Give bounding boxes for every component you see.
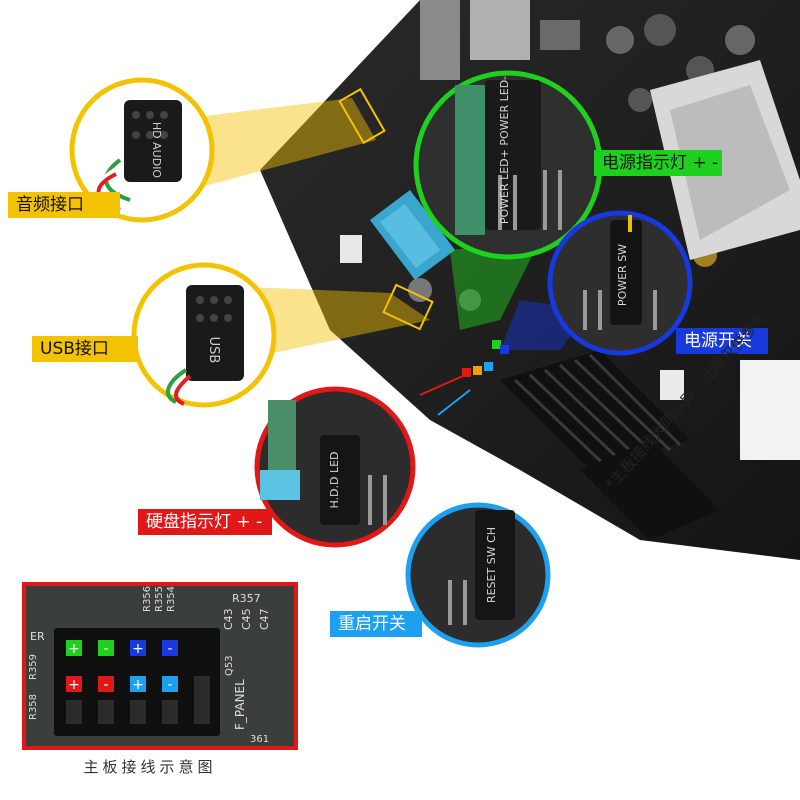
power-led-callout-beam [450, 240, 540, 330]
silk-r355: R355 [154, 586, 165, 612]
front-panel-header-pins [462, 340, 509, 377]
pin-top-1-green-plus [66, 640, 82, 656]
pin-top-3-blue-plus [130, 640, 146, 656]
silk-c45: C45 [240, 608, 253, 630]
usb-header-highlight [382, 283, 434, 331]
audio-connector-text: HD AUDIO [150, 122, 163, 179]
pin-bottom-1-label: + [68, 677, 80, 693]
pin-bottom-2-red-minus [98, 676, 114, 692]
silk-r357: R357 [232, 592, 261, 605]
silk-c43: C43 [222, 608, 235, 630]
power-led-label: 电源指示灯 + - [594, 150, 722, 176]
reset-leader-line [437, 389, 471, 416]
rear-io-ports [420, 0, 580, 80]
hdd-led-label: 硬盘指示灯 + - [138, 509, 272, 535]
reset-sw-zoom-circle: RESET SW CH [405, 502, 551, 648]
pin-top-3-label: + [132, 641, 144, 657]
pin-bottom-1-red-plus [66, 676, 82, 692]
silk-r356: R356 [142, 586, 153, 612]
silk-f-panel: F_PANEL [233, 679, 247, 730]
diagram-caption: 主板接线示意图 [83, 758, 217, 776]
hdd-led-zoom-circle: H.D.D LED [254, 386, 416, 548]
audio-port-label: 音频接口 [8, 192, 120, 218]
power-sw-connector-text: POWER SW [616, 244, 629, 306]
header-pin-sockets [66, 676, 210, 724]
silk-361: 361 [250, 734, 269, 745]
pin-bottom-2-label: - [103, 677, 108, 693]
power-led-connector-text: POWER LED+ POWER LED- [498, 76, 511, 224]
audio-callout-beam [172, 98, 376, 190]
usb-zoom-circle: USB [131, 262, 277, 408]
pin-top-1-label: + [68, 641, 80, 657]
audio-header-highlight [338, 87, 386, 145]
usb-port-label: USB接口 [32, 336, 138, 362]
hdd-led-connector-text: H.D.D LED [328, 451, 341, 508]
reset-sw-connector-text: RESET SW CH [485, 527, 498, 603]
chipset-heatsink [500, 350, 690, 472]
vrm-heatsink [580, 440, 720, 540]
silk-r358: R358 [28, 694, 39, 720]
power-sw-zoom-circle: POWER SW [547, 210, 693, 356]
pin-bottom-4-label: - [167, 677, 172, 693]
pin-top-2-green-minus [98, 640, 114, 656]
pcie-slot [370, 190, 455, 280]
pin-top-2-label: - [103, 641, 108, 657]
pin-top-4-blue-minus [162, 640, 178, 656]
silk-c47: C47 [258, 608, 271, 630]
pin-bottom-3-label: + [132, 677, 144, 693]
audio-zoom-circle: HD AUDIO [69, 77, 215, 223]
hdd-leader-line [419, 374, 466, 396]
pin-top-4-label: - [167, 641, 172, 657]
silk-r354: R354 [166, 586, 177, 612]
silk-r359: R359 [28, 654, 39, 680]
power-switch-label: 电源开关 [676, 328, 768, 354]
usb-connector-text: USB [206, 337, 221, 364]
silk-er: ER [30, 630, 45, 643]
cpu-socket [650, 60, 800, 260]
pin-bottom-4-lightblue-minus [162, 676, 178, 692]
front-panel-schematic-inset: R357 C43 C45 C47 R356 R355 R354 R358 R35… [22, 582, 298, 750]
power-led-zoom-circle: POWER LED+ POWER LED- [413, 70, 603, 260]
atx-power-connector [660, 360, 800, 460]
reset-switch-label: 重启开关 [330, 611, 422, 637]
pin-bottom-3-lightblue-plus [130, 676, 146, 692]
silk-q53: Q53 [224, 655, 235, 676]
